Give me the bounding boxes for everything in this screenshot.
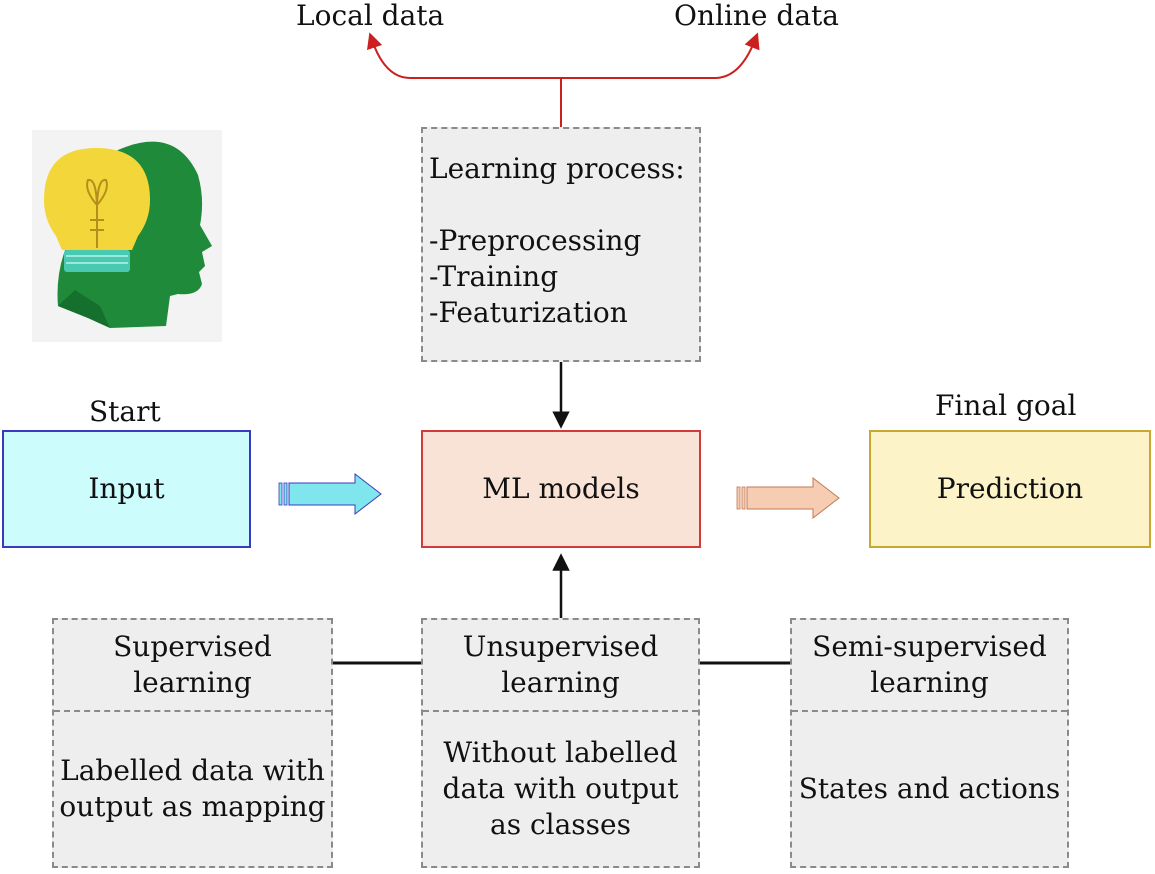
source-arrow-online <box>561 32 760 79</box>
unsupervised-learning-box: Unsupervised learning Without labelled d… <box>421 618 700 868</box>
supervised-learning-title: Supervised learning <box>113 630 272 699</box>
start-label: Start <box>89 395 161 428</box>
semi-supervised-learning-title: Semi-supervised learning <box>812 630 1047 699</box>
lightbulb-head-icon <box>32 130 222 342</box>
ml-models-node-label: ML models <box>482 472 640 505</box>
unsupervised-learning-title: Unsupervised learning <box>462 630 659 699</box>
learning-process-item: -Featurization <box>429 296 628 329</box>
online-data-label: Online data <box>674 0 839 32</box>
ml-models-node: ML models <box>421 430 701 548</box>
learning-process-title: Learning process: <box>429 152 685 185</box>
local-data-label: Local data <box>296 0 445 32</box>
source-arrow-local <box>367 32 561 79</box>
learning-process-item: -Preprocessing <box>429 224 642 257</box>
input-to-models-arrow <box>278 472 382 516</box>
prediction-node-label: Prediction <box>936 472 1084 505</box>
input-node: Input <box>2 430 251 548</box>
supervised-learning-desc: Labelled data with output as mapping <box>59 754 326 823</box>
final-goal-label: Final goal <box>935 389 1077 422</box>
unsupervised-learning-desc: Without labelled data with output as cla… <box>442 736 679 841</box>
prediction-node: Prediction <box>869 430 1151 548</box>
models-to-prediction-arrow <box>736 476 840 520</box>
learning-process-box: Learning process: -Preprocessing -Traini… <box>421 127 701 362</box>
supervised-learning-box: Supervised learning Labelled data with o… <box>52 618 333 868</box>
learning-process-item: -Training <box>429 260 559 293</box>
semi-supervised-learning-box: Semi-supervised learning States and acti… <box>790 618 1069 868</box>
input-node-label: Input <box>88 472 165 505</box>
semi-supervised-learning-desc: States and actions <box>798 772 1061 805</box>
